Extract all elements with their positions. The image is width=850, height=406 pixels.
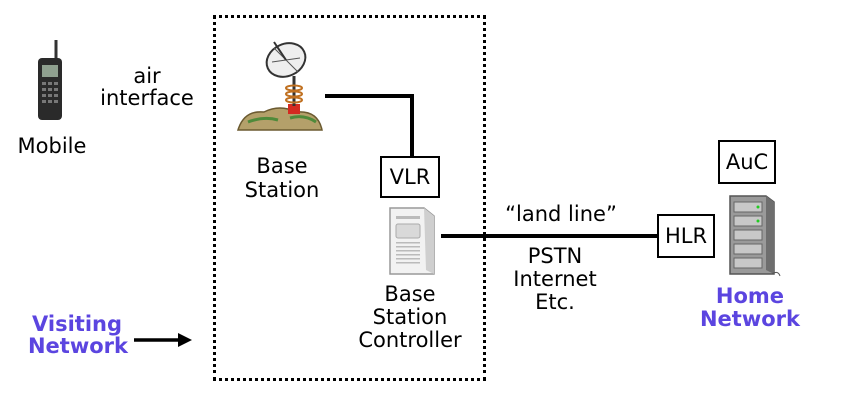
pstn-label-line3: Etc. <box>535 290 575 314</box>
server-rack-icon <box>729 195 781 277</box>
vlr-box: VLR <box>380 156 440 198</box>
bsc-label-line2: Station <box>372 305 448 329</box>
satellite-dish-icon <box>236 41 323 131</box>
home-network-label-line2: Network <box>699 307 800 331</box>
air-interface-label-line2: interface <box>100 86 194 110</box>
auc-label: AuC <box>725 150 769 174</box>
arrow-right-icon <box>134 333 192 347</box>
air-interface-label-line1: air <box>133 64 161 88</box>
mobile-label: Mobile <box>17 134 87 158</box>
visiting-network-label-line1: Visiting <box>32 312 122 336</box>
land-line-label: “land line” <box>505 202 617 226</box>
auc-box: AuC <box>718 140 776 184</box>
home-network-label-line1: Home <box>715 284 785 308</box>
base-station-label-line2: Station <box>244 178 320 202</box>
bsc-to-hlr-line <box>441 234 657 238</box>
base-station-to-vlr-line <box>325 94 414 98</box>
bsc-label-line3: Controller <box>358 328 462 352</box>
pstn-label-line1: PSTN <box>527 244 583 268</box>
visiting-network-label-line2: Network <box>27 334 128 358</box>
cell-phone-icon <box>38 40 62 120</box>
server-tower-icon <box>389 207 435 275</box>
pstn-label-line2: Internet <box>513 267 597 291</box>
base-station-label-line1: Base <box>256 154 308 178</box>
visiting-network-boundary <box>213 15 486 381</box>
vlr-label: VLR <box>389 165 431 189</box>
vlr-vertical-line <box>410 94 414 156</box>
hlr-box: HLR <box>657 214 715 258</box>
bsc-label-line1: Base <box>384 282 436 306</box>
hlr-label: HLR <box>664 224 708 248</box>
